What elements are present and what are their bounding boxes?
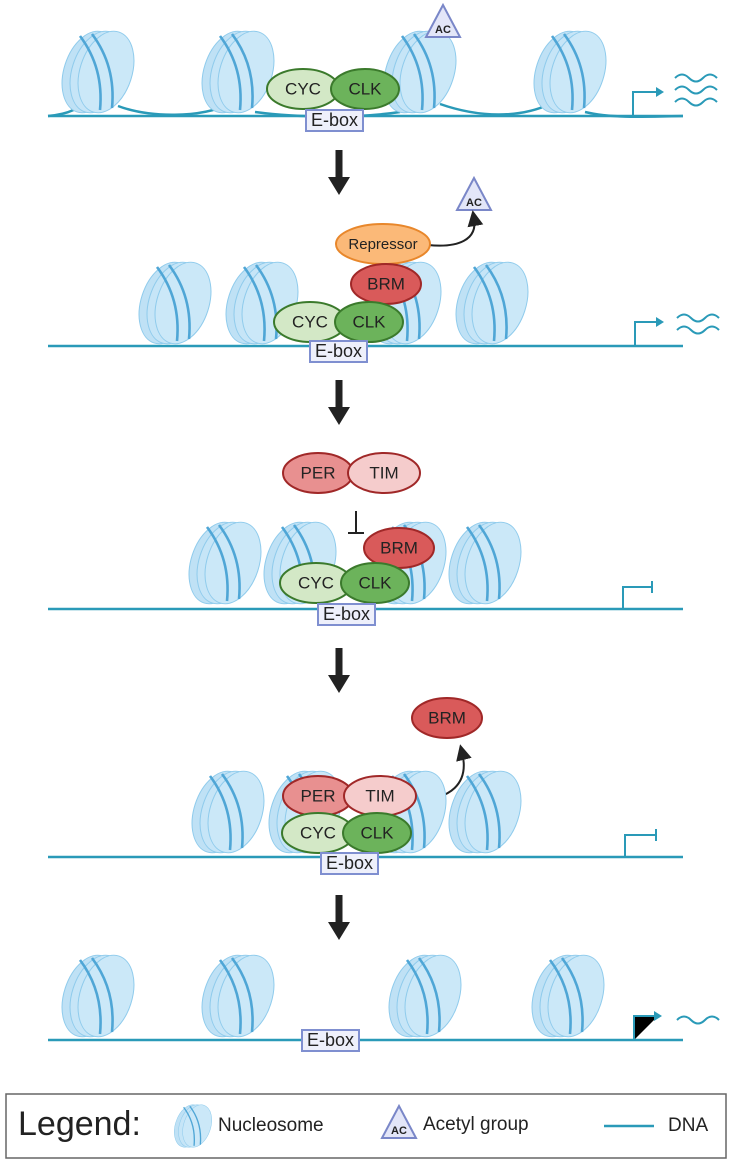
- nucleosome: [444, 253, 540, 353]
- nucleosome: [520, 946, 616, 1046]
- nucleosome: [127, 253, 223, 353]
- svg-text:E-box: E-box: [315, 341, 362, 361]
- nucleosome: [50, 946, 146, 1046]
- nucleosome: [190, 22, 286, 122]
- row-1: AC CYC CLK E-box: [47, 2, 718, 132]
- svg-text:AC: AC: [435, 24, 451, 36]
- brm-protein: BRM: [350, 263, 422, 305]
- step-arrow: [328, 895, 350, 940]
- step-arrow: [328, 150, 350, 195]
- svg-text:BRM: BRM: [428, 708, 466, 727]
- nucleosome: [177, 513, 273, 613]
- legend-acetyl-label: Acetyl group: [423, 1114, 529, 1135]
- svg-text:CYC: CYC: [300, 823, 336, 842]
- clk-protein: CLK: [342, 812, 412, 854]
- nucleosome: [522, 22, 618, 122]
- svg-text:Repressor: Repressor: [348, 236, 417, 253]
- step-arrow: [328, 380, 350, 425]
- nucleosome: [180, 762, 276, 862]
- nucleosome: [372, 22, 468, 122]
- nucleosome: [190, 946, 286, 1046]
- svg-text:CYC: CYC: [298, 573, 334, 592]
- nucleosome: [437, 513, 533, 613]
- clk-protein: CLK: [340, 562, 410, 604]
- transcript-wave: [676, 1015, 720, 1025]
- acetyl-group: AC: [424, 2, 462, 38]
- release-arrow: [427, 210, 484, 247]
- cyc-protein: CYC: [266, 68, 340, 110]
- svg-text:PER: PER: [301, 786, 336, 805]
- svg-text:BRM: BRM: [380, 538, 418, 557]
- svg-text:TIM: TIM: [365, 786, 394, 805]
- nucleosome: [437, 762, 533, 862]
- row-5: E-box: [48, 946, 720, 1052]
- blocked-transcription-mark: [624, 829, 657, 857]
- transcript-wave: [674, 73, 718, 107]
- transcription-start-arrow: [632, 87, 664, 116]
- acetyl-group-icon: AC: [380, 1103, 418, 1139]
- legend-dna-label: DNA: [668, 1115, 708, 1136]
- e-box: E-box: [320, 852, 379, 875]
- repressor-protein: Repressor: [335, 223, 431, 265]
- brm-protein: BRM: [363, 527, 435, 569]
- svg-text:AC: AC: [391, 1125, 407, 1137]
- svg-text:CLK: CLK: [360, 823, 394, 842]
- row-3: PER TIM BRM CYC CLK E-box: [48, 452, 683, 626]
- tim-protein: TIM: [343, 775, 417, 817]
- transcription-start-arrow: [633, 1011, 662, 1040]
- acetyl-group: AC: [455, 175, 493, 211]
- legend-nucleosome-label: Nucleosome: [218, 1115, 324, 1136]
- tim-protein: TIM: [347, 452, 421, 494]
- e-box: E-box: [309, 340, 368, 363]
- legend-title: Legend:: [18, 1105, 141, 1143]
- transcript-wave: [676, 313, 720, 335]
- legend: Legend: Nucleosome AC Acetyl group DNA: [5, 1093, 727, 1159]
- nucleosome: [50, 22, 146, 122]
- svg-text:CLK: CLK: [352, 312, 386, 331]
- svg-text:CLK: CLK: [358, 573, 392, 592]
- clk-protein: CLK: [334, 301, 404, 343]
- row-2: AC Repressor BRM CYC CLK E-box: [48, 175, 720, 363]
- inhibition-mark: [348, 511, 364, 534]
- svg-text:CYC: CYC: [292, 312, 328, 331]
- e-box: E-box: [317, 603, 376, 626]
- svg-text:CLK: CLK: [348, 79, 382, 98]
- brm-protein: BRM: [411, 697, 483, 739]
- svg-text:CYC: CYC: [285, 79, 321, 98]
- svg-text:TIM: TIM: [369, 463, 398, 482]
- blocked-transcription-mark: [622, 581, 653, 609]
- row-4: BRM PER TIM CYC CLK E-box: [48, 697, 683, 875]
- e-box: E-box: [301, 1029, 360, 1052]
- nucleosome: [377, 946, 473, 1046]
- per-protein: PER: [282, 452, 354, 494]
- svg-text:E-box: E-box: [311, 110, 358, 130]
- svg-text:E-box: E-box: [326, 853, 373, 873]
- e-box: E-box: [305, 109, 364, 132]
- svg-text:AC: AC: [466, 197, 482, 209]
- svg-text:PER: PER: [301, 463, 336, 482]
- svg-text:E-box: E-box: [307, 1030, 354, 1050]
- step-arrow: [328, 648, 350, 693]
- svg-text:E-box: E-box: [323, 604, 370, 624]
- per-protein: PER: [282, 775, 354, 817]
- cyc-protein: CYC: [273, 301, 347, 343]
- clk-protein: CLK: [330, 68, 400, 110]
- transcription-start-arrow: [634, 317, 664, 346]
- svg-text:BRM: BRM: [367, 274, 405, 293]
